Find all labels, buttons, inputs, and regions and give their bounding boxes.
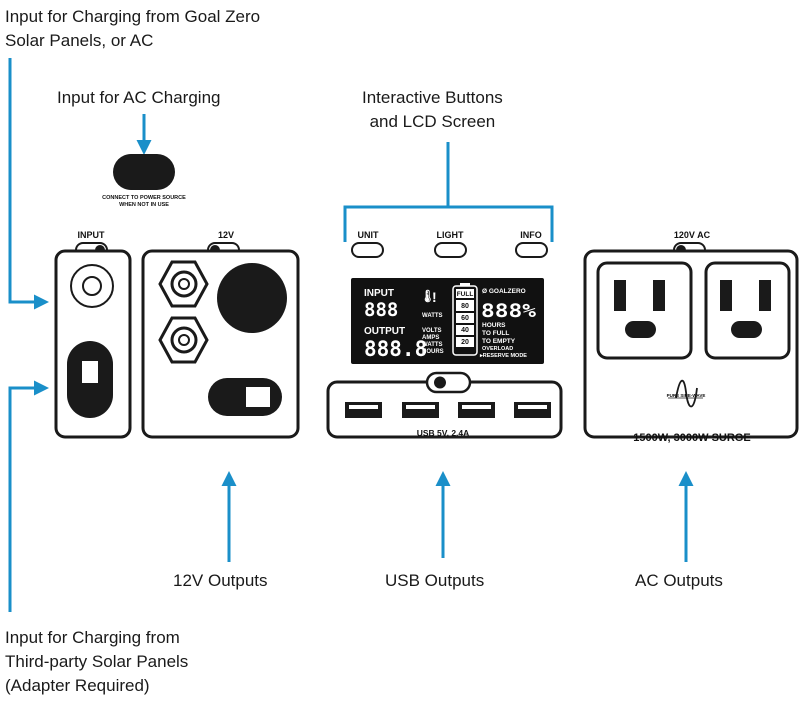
12v-anderson-port bbox=[208, 378, 282, 416]
lcd-to-empty: TO EMPTY bbox=[482, 338, 516, 345]
callout-12v-outputs: 12V Outputs bbox=[173, 571, 268, 590]
lcd-amps: AMPS bbox=[422, 335, 439, 341]
battery-full: FULL bbox=[457, 291, 474, 298]
unit-label: UNIT bbox=[358, 230, 379, 240]
battery-level: 60 bbox=[461, 315, 469, 322]
input-panel-label: INPUT bbox=[78, 230, 106, 240]
callout-interactive: Interactive Buttons and LCD Screen bbox=[362, 86, 503, 134]
connect-power-note: CONNECT TO POWER SOURCE bbox=[102, 195, 186, 201]
callout-line: Input for Charging from Goal Zero bbox=[5, 7, 261, 26]
info-button[interactable] bbox=[515, 242, 548, 258]
ac-panel-label: 120V AC bbox=[674, 230, 711, 240]
callout-line: Interactive Buttons bbox=[362, 88, 503, 107]
arrow-goal-zero-input bbox=[8, 58, 49, 310]
lcd-screen bbox=[351, 278, 544, 364]
lcd-to-full: TO FULL bbox=[482, 330, 509, 337]
panel-12v: 12V bbox=[141, 230, 300, 439]
lcd-output-label: OUTPUT bbox=[364, 326, 405, 337]
warning-icon: ! bbox=[432, 289, 437, 305]
ac-charging-port: CONNECT TO POWER SOURCE WHEN NOT IN USE bbox=[102, 154, 186, 208]
pure-sine-label: PURE SINE-WAVE bbox=[667, 393, 706, 398]
ac-panel: 120V AC PURE SINE-WAVE 1500W, 3000W SURG… bbox=[583, 230, 799, 444]
callout-third-party-input: Input for Charging from Third-party Sola… bbox=[5, 626, 188, 698]
sine-wave-icon bbox=[675, 379, 698, 408]
lcd-hours-to: HOURS bbox=[482, 322, 506, 329]
callout-ac-charging-input: Input for AC Charging bbox=[57, 88, 221, 107]
usb-toggle bbox=[425, 371, 472, 394]
lcd-input-label: INPUT bbox=[364, 288, 394, 299]
callout-usb-outputs: USB Outputs bbox=[385, 571, 485, 590]
usb-port-3 bbox=[458, 402, 495, 418]
lcd-watts: WATTS bbox=[422, 313, 443, 319]
lcd-overload: OVERLOAD bbox=[482, 346, 513, 352]
callout-line: and LCD Screen bbox=[369, 112, 496, 131]
battery-level: 20 bbox=[461, 339, 469, 346]
usb-port-2 bbox=[402, 402, 439, 418]
battery-level: 40 bbox=[461, 327, 469, 334]
connect-power-note: WHEN NOT IN USE bbox=[119, 202, 169, 208]
leader-lines bbox=[8, 58, 694, 612]
input-panel: INPUT bbox=[54, 230, 132, 439]
battery-level: 80 bbox=[461, 303, 469, 310]
usb-port-4 bbox=[514, 402, 551, 418]
bracket-interactive bbox=[343, 142, 554, 242]
unit-button[interactable] bbox=[351, 242, 384, 258]
lcd-hours: HOURS bbox=[422, 349, 444, 355]
lcd-brand: Ø GOALZERO bbox=[482, 288, 526, 295]
panel-12v-label: 12V bbox=[218, 230, 234, 240]
thermometer-icon: 🌡 bbox=[420, 289, 435, 303]
arrow-third-party-input bbox=[8, 380, 49, 612]
ac-outlet-1 bbox=[596, 261, 693, 360]
info-label: INFO bbox=[520, 230, 542, 240]
callout-line: Third-party Solar Panels bbox=[5, 652, 189, 671]
usb-port-1 bbox=[345, 402, 382, 418]
usb-panel: USB 5V, 2.4A bbox=[326, 371, 563, 439]
usb-spec-label: USB 5V, 2.4A bbox=[417, 428, 470, 438]
battery-gauge: FULL 80 60 40 20 bbox=[452, 283, 478, 356]
lcd-output-digits: 888.8 bbox=[364, 337, 427, 361]
callout-ac-outputs: AC Outputs bbox=[635, 571, 723, 590]
lcd-percent: 888% bbox=[481, 300, 537, 322]
light-label: LIGHT bbox=[437, 230, 464, 240]
light-button[interactable] bbox=[434, 242, 467, 258]
callout-line: (Adapter Required) bbox=[5, 676, 150, 695]
lcd-volts: VOLTS bbox=[422, 328, 442, 334]
lcd-input-digits: 888 bbox=[364, 299, 398, 321]
lcd-reserve: ▸RESERVE MODE bbox=[479, 353, 527, 359]
callout-line: Solar Panels, or AC bbox=[5, 31, 154, 50]
callout-goal-zero-input: Input for Charging from Goal Zero Solar … bbox=[5, 5, 260, 53]
ac-outlet-2 bbox=[704, 261, 791, 360]
car-port bbox=[217, 263, 287, 333]
ac-spec-label: 1500W, 3000W SURGE bbox=[633, 432, 750, 444]
lcd-watts-2: WATTS bbox=[422, 342, 443, 348]
callout-line: Input for Charging from bbox=[5, 628, 180, 647]
control-panel: UNIT LIGHT INFO INPUT 888 🌡 ! WATTS OUTP… bbox=[351, 230, 548, 364]
